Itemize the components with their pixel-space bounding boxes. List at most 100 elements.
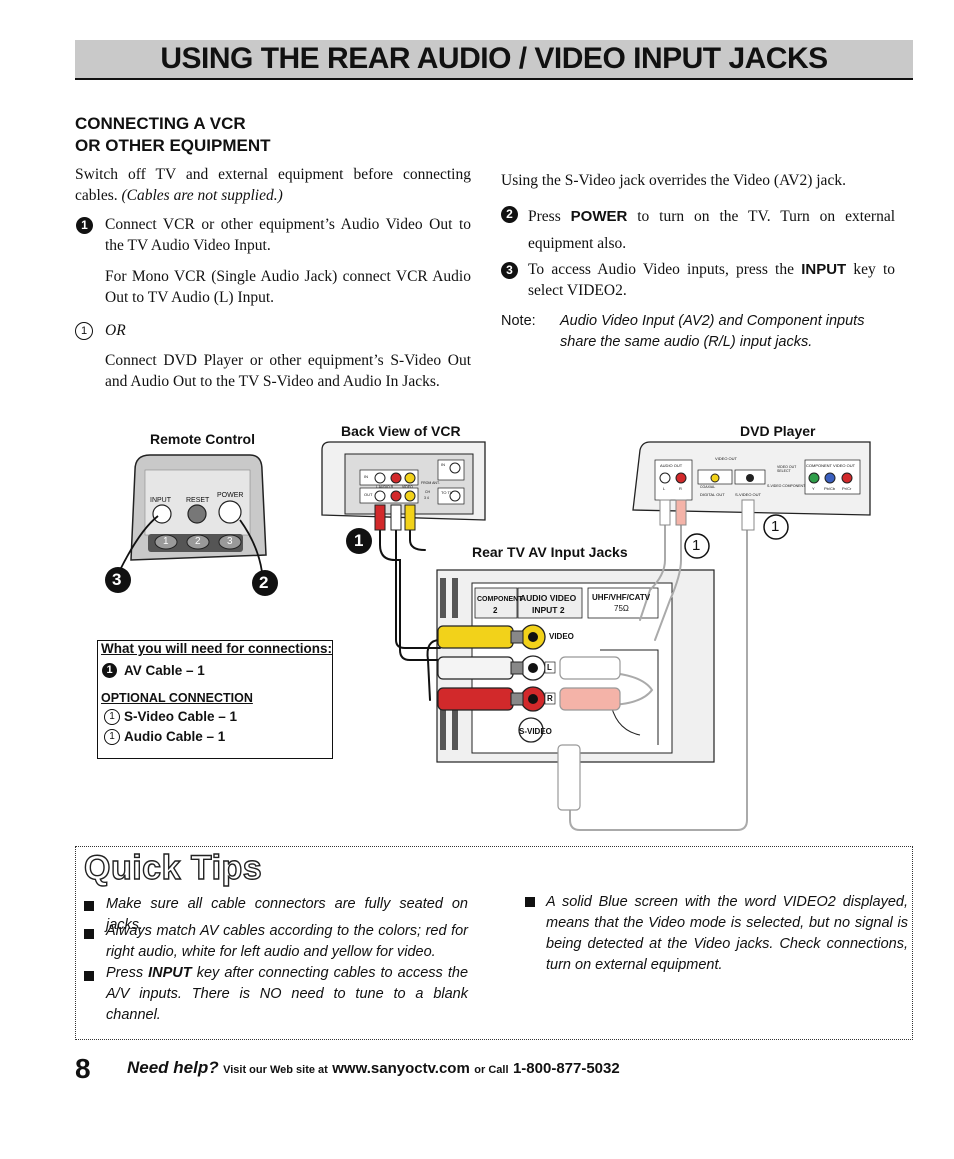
tip3-input-key: INPUT	[148, 965, 192, 981]
tv-component-label: COMPONENT	[477, 596, 523, 603]
vcr-plugs	[374, 504, 416, 531]
tip3-bullet	[84, 971, 94, 981]
help-line: Need help? Visit our Web site at www.san…	[127, 1058, 620, 1078]
step2-text: Press POWER to turn on the TV. Turn on e…	[528, 208, 895, 252]
tv-uhf-label: UHF/VHF/CATV	[592, 593, 651, 602]
optional-step-badge: 1	[75, 322, 93, 340]
badge-optional-2: 1	[771, 518, 780, 535]
section-heading-line2: OR OTHER EQUIPMENT	[75, 136, 271, 155]
dvd-svideo-out-label: S-VIDEO OUT	[735, 492, 762, 497]
vcr-out-label: OUT	[364, 492, 373, 497]
section-heading: CONNECTING A VCR OR OTHER EQUIPMENT	[75, 113, 271, 157]
note-label: Note:	[501, 313, 536, 329]
optional-connection-heading: OPTIONAL CONNECTION	[101, 691, 253, 705]
tip2: Always match AV cables according to the …	[106, 923, 468, 960]
dvd-plugs	[659, 499, 755, 531]
override-text: Using the S-Video jack overrides the Vid…	[501, 172, 846, 189]
remote-reset-label: RESET	[186, 497, 210, 504]
requirements-item1-badge: 1	[102, 663, 117, 678]
note: Note: Audio Video Input (AV2) and Compon…	[501, 311, 901, 353]
vcr-ch-label: CH	[425, 490, 431, 494]
or-label: OR	[105, 322, 126, 339]
vcr-to-tv-label: TO TV	[441, 490, 453, 495]
badge-3: 3	[112, 570, 122, 589]
website-link[interactable]: www.sanyoctv.com	[332, 1060, 470, 1077]
intro-text: Switch off TV and external equipment bef…	[75, 166, 471, 204]
tip1: Make sure all cable connectors are fully…	[106, 896, 468, 933]
dvd-digital-out-label: DIGITAL OUT	[700, 492, 725, 497]
remote-power-button	[218, 500, 242, 524]
remote-power-label: POWER	[217, 492, 244, 499]
tv-component-num: 2	[493, 606, 498, 615]
step1-badge: 1	[76, 217, 93, 234]
vcr-ch34-label: 3 4	[424, 496, 429, 500]
tv-video-label: VIDEO	[549, 632, 574, 641]
step1-text: Connect VCR or other equipment’s Audio V…	[105, 216, 471, 254]
dvd-svideo-component-label: S-VIDEO COMPONENT	[767, 484, 806, 488]
tv-av-label: AUDIO VIDEO	[520, 593, 577, 603]
or-call-text: or Call	[474, 1064, 509, 1076]
requirements-opt1: S-Video Cable – 1	[124, 709, 238, 724]
dvd-audio-out-label: AUDIO OUT	[660, 463, 683, 468]
dvd-title: DVD Player	[740, 423, 816, 439]
vcr-rf-in-label: IN	[441, 462, 445, 467]
vcr-title: Back View of VCR	[341, 423, 461, 439]
tv-r-label: R	[547, 694, 553, 703]
badge-optional-1: 1	[692, 537, 701, 554]
tv-ohm-label: 75Ω	[614, 604, 629, 613]
tv-svideo-label: S-VIDEO	[519, 727, 552, 736]
tv-l-label: L	[547, 663, 552, 672]
badge-1: 1	[354, 531, 364, 550]
dvd-video-out-label: VIDEO OUT	[715, 456, 738, 461]
badge-2: 2	[259, 573, 269, 592]
quick-tips-box: Quick Tips Make sure all cable connector…	[75, 846, 913, 1040]
dvd-pr-label: Pr/Cr	[842, 486, 852, 491]
tip3: Press INPUT key after connecting cables …	[106, 965, 469, 1023]
dvd-coaxial-label: COAXIAL	[700, 485, 716, 489]
dvd-l-label: L	[663, 486, 666, 491]
section-heading-line1: CONNECTING A VCR	[75, 114, 246, 133]
remote-num2: 2	[195, 536, 201, 547]
remote-num3: 3	[227, 536, 233, 547]
dvd-component-out-label: COMPONENT VIDEO OUT	[806, 463, 856, 468]
need-help-text: Need help?	[127, 1058, 219, 1077]
svideo-text: Connect DVD Player or other equipment’s …	[105, 352, 471, 390]
tip2-bullet	[84, 929, 94, 939]
remote-num1: 1	[163, 536, 169, 547]
requirements-opt1-badge: 1	[104, 709, 120, 725]
input-key: INPUT	[801, 261, 847, 278]
page-title: USING THE REAR AUDIO / VIDEO INPUT JACKS	[160, 42, 828, 75]
dvd-player	[632, 441, 871, 516]
vcr-video-label: VIDEO	[402, 485, 413, 489]
tv-plugs	[437, 625, 621, 811]
intro-italic: (Cables are not supplied.)	[121, 187, 283, 204]
dvd-video-select-label: VIDEO OUT SELECT	[777, 465, 797, 473]
remote-reset-button	[187, 504, 207, 524]
page-number: 8	[75, 1053, 91, 1084]
vcr-audio-label: L AUDIO R	[376, 485, 394, 489]
requirements-opt2: Audio Cable – 1	[124, 729, 226, 744]
tip1-bullet	[84, 901, 94, 911]
rear-jacks-title: Rear TV AV Input Jacks	[472, 544, 628, 560]
vcr-in-label: IN	[364, 474, 368, 479]
requirements-item1: AV Cable – 1	[124, 663, 205, 678]
remote-title: Remote Control	[150, 431, 255, 447]
step2-badge: 2	[501, 206, 518, 223]
step3-badge: 3	[501, 262, 518, 279]
title-bar: USING THE REAR AUDIO / VIDEO INPUT JACKS	[75, 40, 913, 80]
note-text: Audio Video Input (AV2) and Component in…	[560, 313, 865, 350]
step3-text: To access Audio Video inputs, press the …	[528, 261, 896, 299]
power-key: POWER	[570, 208, 628, 225]
vcr-from-ant-label: FROM ANT.	[421, 481, 440, 485]
diagram-badges	[105, 514, 789, 596]
dvd-r-label: R	[679, 486, 682, 491]
remote-input-button	[152, 504, 172, 524]
requirements-box: What you will need for connections: 1 AV…	[97, 640, 333, 759]
requirements-title: What you will need for connections:	[101, 641, 333, 656]
dvd-y-label: Y	[812, 486, 815, 491]
tip4: A solid Blue screen with the word VIDEO2…	[546, 894, 908, 973]
vcr-back	[321, 441, 486, 521]
visit-text: Visit our Web site at	[223, 1064, 328, 1076]
cables	[379, 519, 748, 831]
tip4-bullet	[525, 897, 535, 907]
